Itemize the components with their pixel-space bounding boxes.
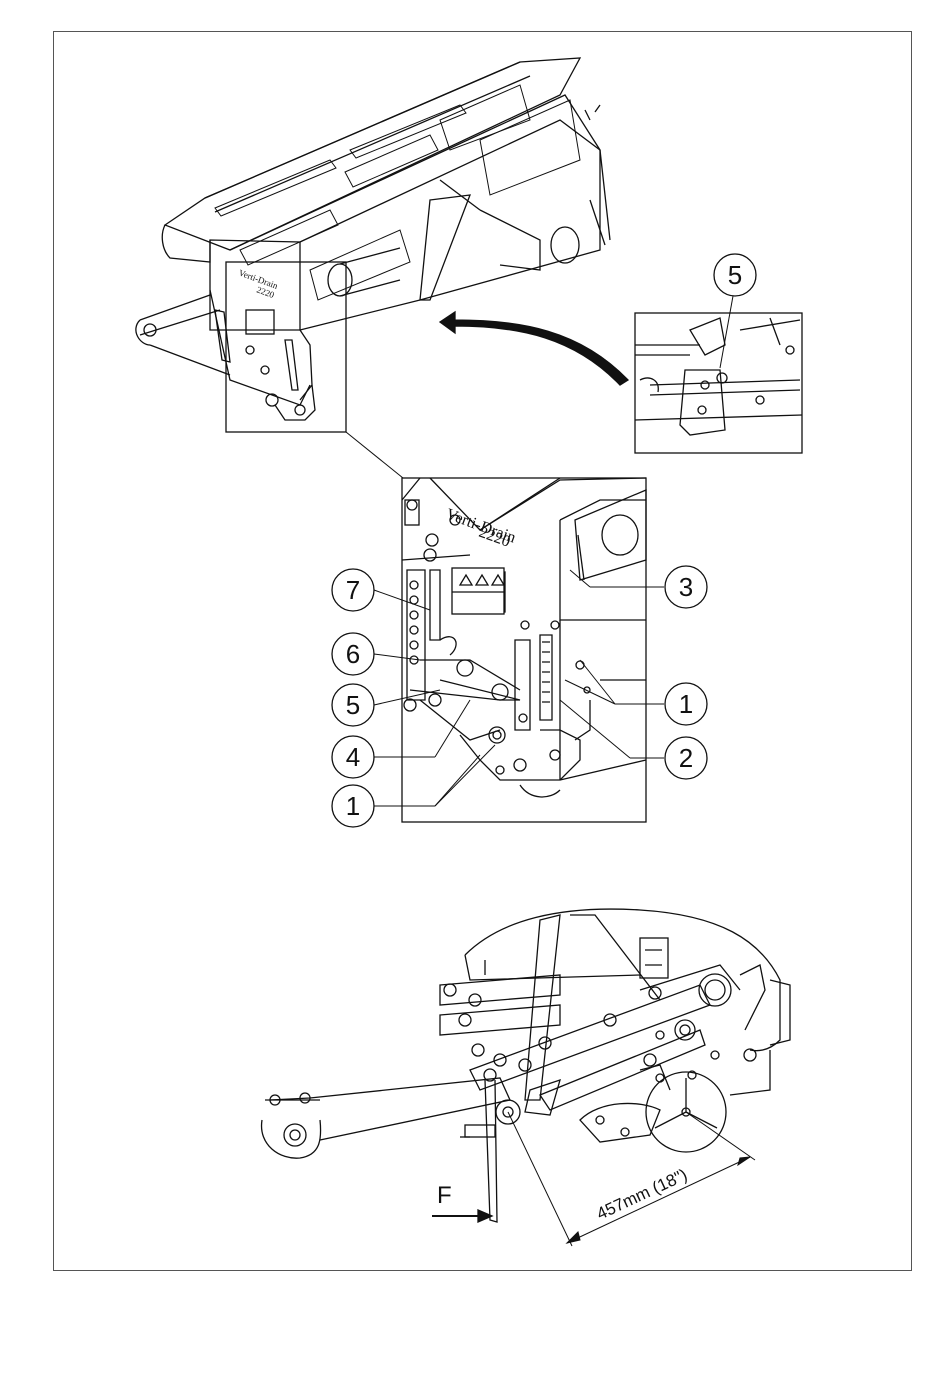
callout-label-1-right: 1 — [679, 689, 693, 719]
callout-label-5: 5 — [346, 690, 360, 720]
dimension-annotation-lines — [508, 1112, 755, 1246]
dimension-label: 457mm (18") — [594, 1165, 691, 1224]
callout-label-4: 4 — [346, 742, 360, 772]
callout-label-3: 3 — [679, 572, 693, 602]
force-label: F — [437, 1182, 452, 1209]
zoomed-panel-box — [402, 478, 646, 822]
callout-label-6: 6 — [346, 639, 360, 669]
callout-label-7: 7 — [346, 575, 360, 605]
zoom-leader-line — [346, 432, 403, 478]
callout-label-detail-5: 5 — [728, 260, 742, 290]
curved-arrow — [440, 312, 628, 385]
machine-isometric-view — [136, 58, 610, 420]
callout-label-1-left: 1 — [346, 791, 360, 821]
zoomed-panel-drawing — [402, 478, 646, 797]
detail-view-5-drawing — [635, 318, 802, 435]
callout-label-2: 2 — [679, 743, 693, 773]
warning-decal — [452, 568, 504, 614]
force-arrow — [432, 1210, 492, 1222]
